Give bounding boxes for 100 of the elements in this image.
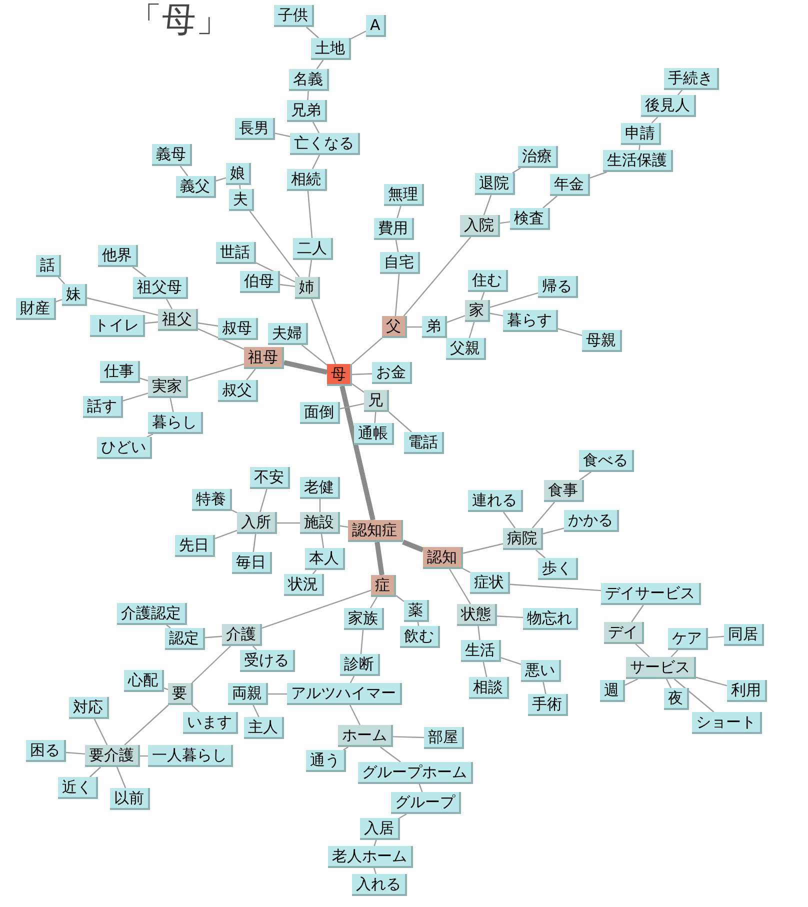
word-node: 母親 [582,330,622,352]
word-node: 介護 [222,624,262,646]
word-node: 近く [58,777,98,799]
word-node: 老健 [300,477,340,499]
connector-line [144,321,158,324]
connector-line [239,184,241,190]
word-node: 伯母 [240,271,280,293]
word-node: 一人暮らし [148,745,233,767]
connector-line [542,196,558,208]
word-node: 生活 [461,640,501,662]
connector-line [319,499,321,512]
connector-line [370,596,378,608]
word-node: 祖母 [244,347,284,369]
connector-line [480,292,485,300]
connector-line [360,630,364,654]
word-node: 受ける [240,650,295,672]
connector-line [132,266,146,278]
word-node: 薬 [404,600,429,622]
connector-line [350,30,366,40]
connector-line [252,646,258,650]
word-node: 認知症 [348,520,403,542]
word-node: 申請 [621,123,661,145]
word-node: サービス [626,657,696,679]
connector-line [500,221,510,224]
connector-line [246,368,256,380]
connector-line [483,194,492,216]
word-node: 祖父 [158,309,198,331]
word-node: お金 [372,362,412,384]
word-node: 兄弟 [287,100,327,122]
connector-line [316,60,324,70]
connector-line [256,262,296,282]
word-node: 食べる [579,450,634,472]
word-node: 先日 [175,535,215,557]
connector-line [651,116,658,124]
word-node: 叔父 [218,380,258,402]
word-node: 困る [26,740,66,762]
connector-line [478,626,480,640]
connector-line [249,210,300,278]
connector-line [350,676,355,684]
connector-line [86,297,158,316]
word-node: 週 [600,680,625,702]
connector-line [535,550,546,558]
connector-line [180,166,188,176]
connector-line [388,412,412,432]
word-node: 両親 [228,683,268,705]
connector-line [674,678,714,712]
connector-line [502,512,516,528]
connector-line [696,676,728,686]
word-node: ショート [692,712,762,734]
word-node: 子供 [274,5,314,27]
word-node: 娘 [226,163,251,185]
word-node: 相続 [287,169,327,191]
connector-line [343,746,348,750]
word-node: 後見人 [641,95,696,117]
connector-line [558,328,582,336]
connector-line [56,298,62,302]
word-node: 家 [465,300,490,322]
word-node: 手続き [664,68,719,90]
word-node: 手術 [528,694,568,716]
connector-line [510,584,602,592]
word-node: 入れる [352,874,407,896]
connector-line [116,766,126,788]
word-node: 実家 [148,376,188,398]
word-node: 父親 [446,338,486,360]
word-node: 症状 [470,572,510,594]
word-node: A [366,15,386,37]
word-node: 状況 [284,574,324,596]
connector-line [260,488,268,512]
word-node: 通う [306,750,346,772]
connector-line [252,534,256,552]
connector-line [280,284,296,288]
word-node: 通帳 [354,423,394,445]
connector-line [94,718,108,746]
connector-line [312,122,320,134]
connector-line [307,190,313,238]
word-node: 義母 [152,144,192,166]
connector-line [307,90,309,100]
word-node: 他界 [98,245,138,267]
connector-line [374,542,384,576]
connector-line [542,682,546,694]
word-node: 食事 [544,480,584,502]
word-node: 住む [468,270,508,292]
word-node: ホーム [338,725,393,747]
word-node: 症 [371,575,396,597]
connector-line [146,433,154,438]
connector-line [449,568,471,604]
connector-line [490,312,504,316]
word-node: 入院 [460,215,500,237]
word-node: 面倒 [300,402,340,424]
word-node: 認定 [165,628,205,650]
word-node: 同居 [724,624,764,646]
connector-line [512,168,521,174]
word-node: 連れる [468,490,523,512]
word-node: 叔母 [218,318,258,340]
word-node: 話 [36,255,61,277]
word-node: 主人 [244,717,284,739]
word-node: 祖父母 [133,277,188,299]
word-node: 年金 [550,174,590,196]
word-node: 無理 [384,184,424,206]
word-node: かかる [564,510,619,532]
